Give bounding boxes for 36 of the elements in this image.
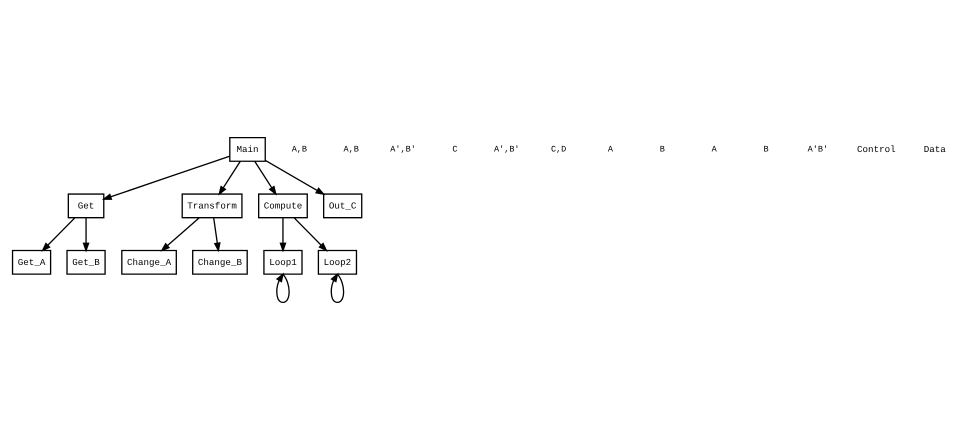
arrow [254, 160, 277, 196]
arrow [265, 159, 326, 195]
node-box: Out_C [323, 192, 362, 218]
label: A [712, 144, 717, 154]
node-box: Transform [182, 192, 243, 218]
label: A',B' [390, 144, 416, 154]
node-box: Change_A [121, 249, 177, 274]
node-box: Get_B [66, 249, 106, 274]
arrow [276, 272, 290, 303]
arrow [102, 155, 230, 200]
arrow [280, 217, 286, 252]
arrow [82, 217, 90, 252]
arrow [41, 217, 76, 252]
legend-label: Data [924, 143, 946, 154]
arrow [218, 160, 241, 196]
node-box: Compute [258, 192, 308, 218]
label: A,B [292, 144, 308, 154]
arrow [294, 217, 328, 252]
label: B [763, 144, 769, 154]
label: A [608, 144, 614, 154]
node-box: Main [229, 136, 266, 162]
arrow [330, 272, 344, 303]
arrow [213, 217, 221, 252]
node-box: Change_B [192, 249, 248, 274]
node-box: Loop2 [318, 249, 358, 274]
label: A,B [344, 144, 359, 154]
label: A'B' [808, 144, 828, 154]
node-box: Get [68, 192, 104, 218]
arrow [160, 216, 200, 252]
label: A',B' [494, 144, 520, 154]
legend-label: Control [857, 143, 896, 154]
node-box: Loop1 [263, 249, 303, 274]
label: C [452, 144, 458, 154]
node-box: Get_A [12, 249, 52, 274]
label: B [660, 144, 665, 154]
label: C,D [550, 144, 566, 154]
